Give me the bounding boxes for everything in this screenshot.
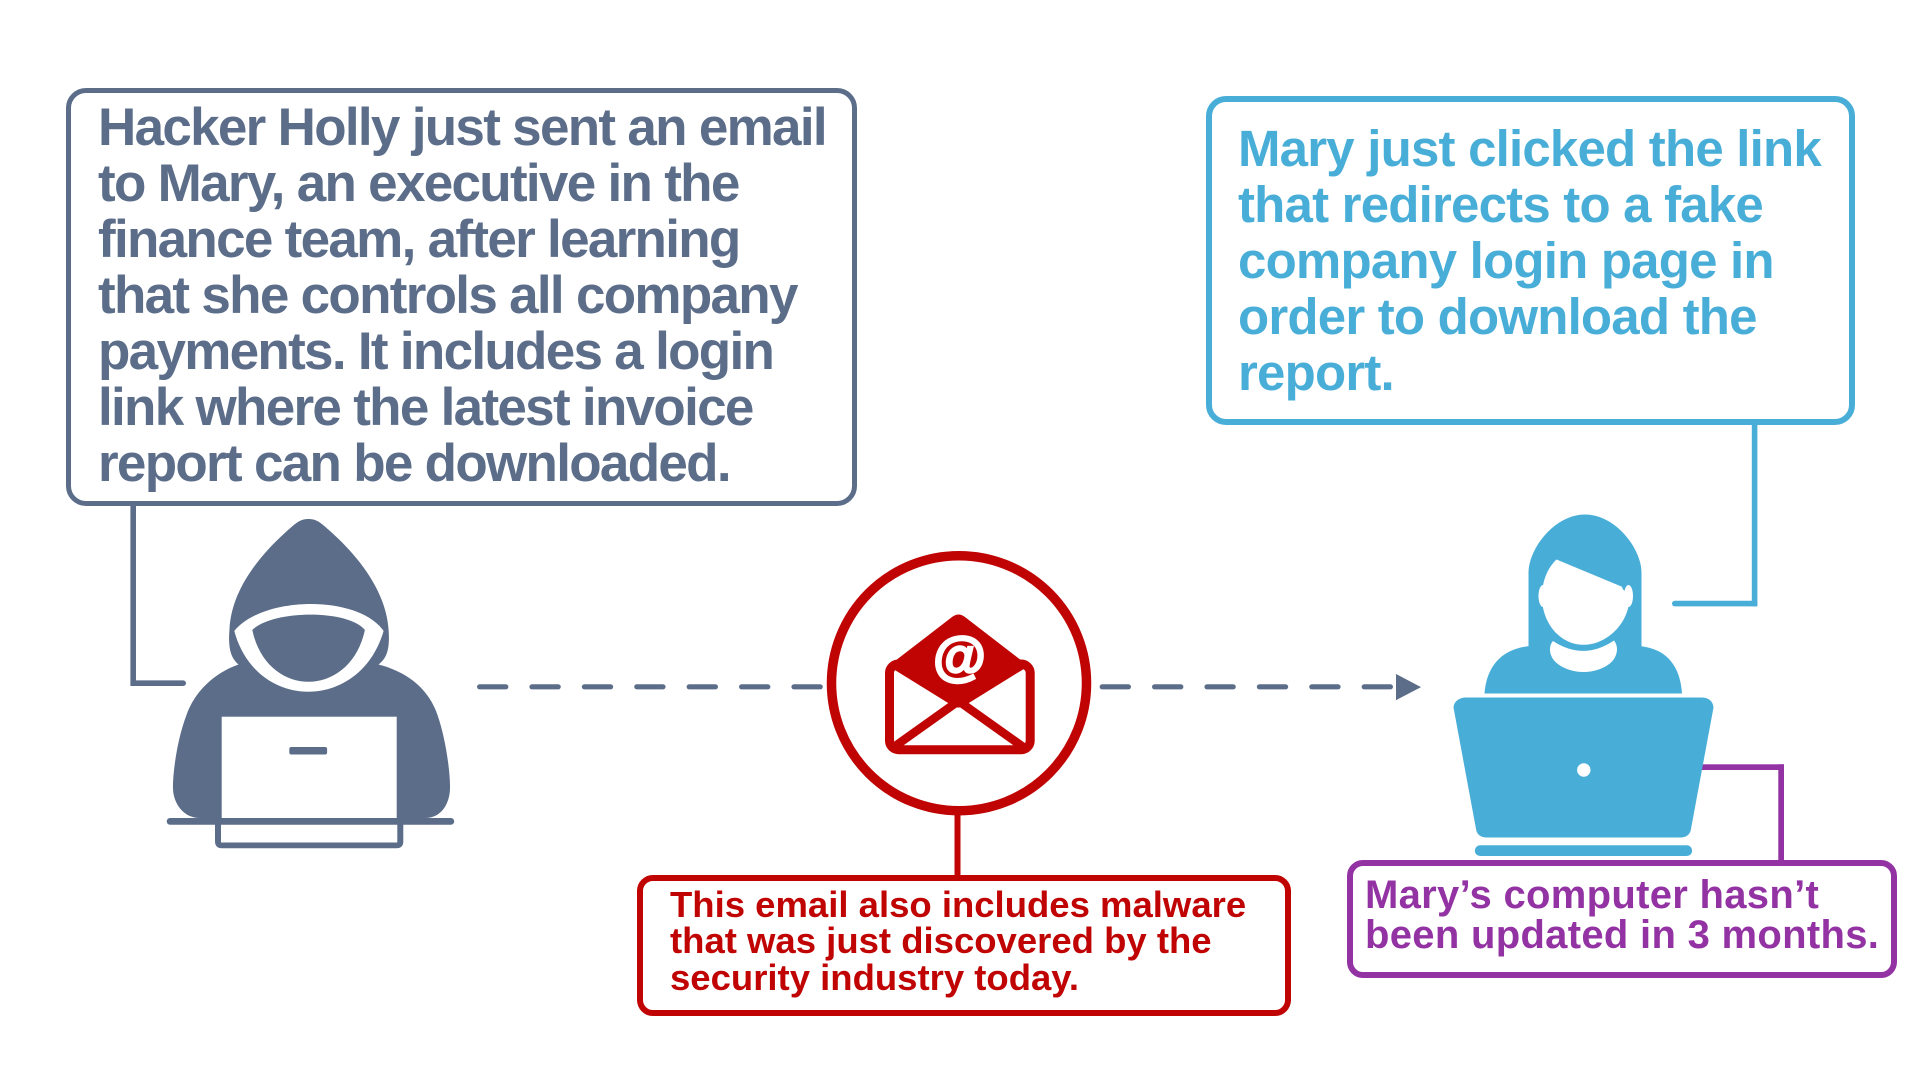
svg-text:@: @ <box>933 627 986 687</box>
